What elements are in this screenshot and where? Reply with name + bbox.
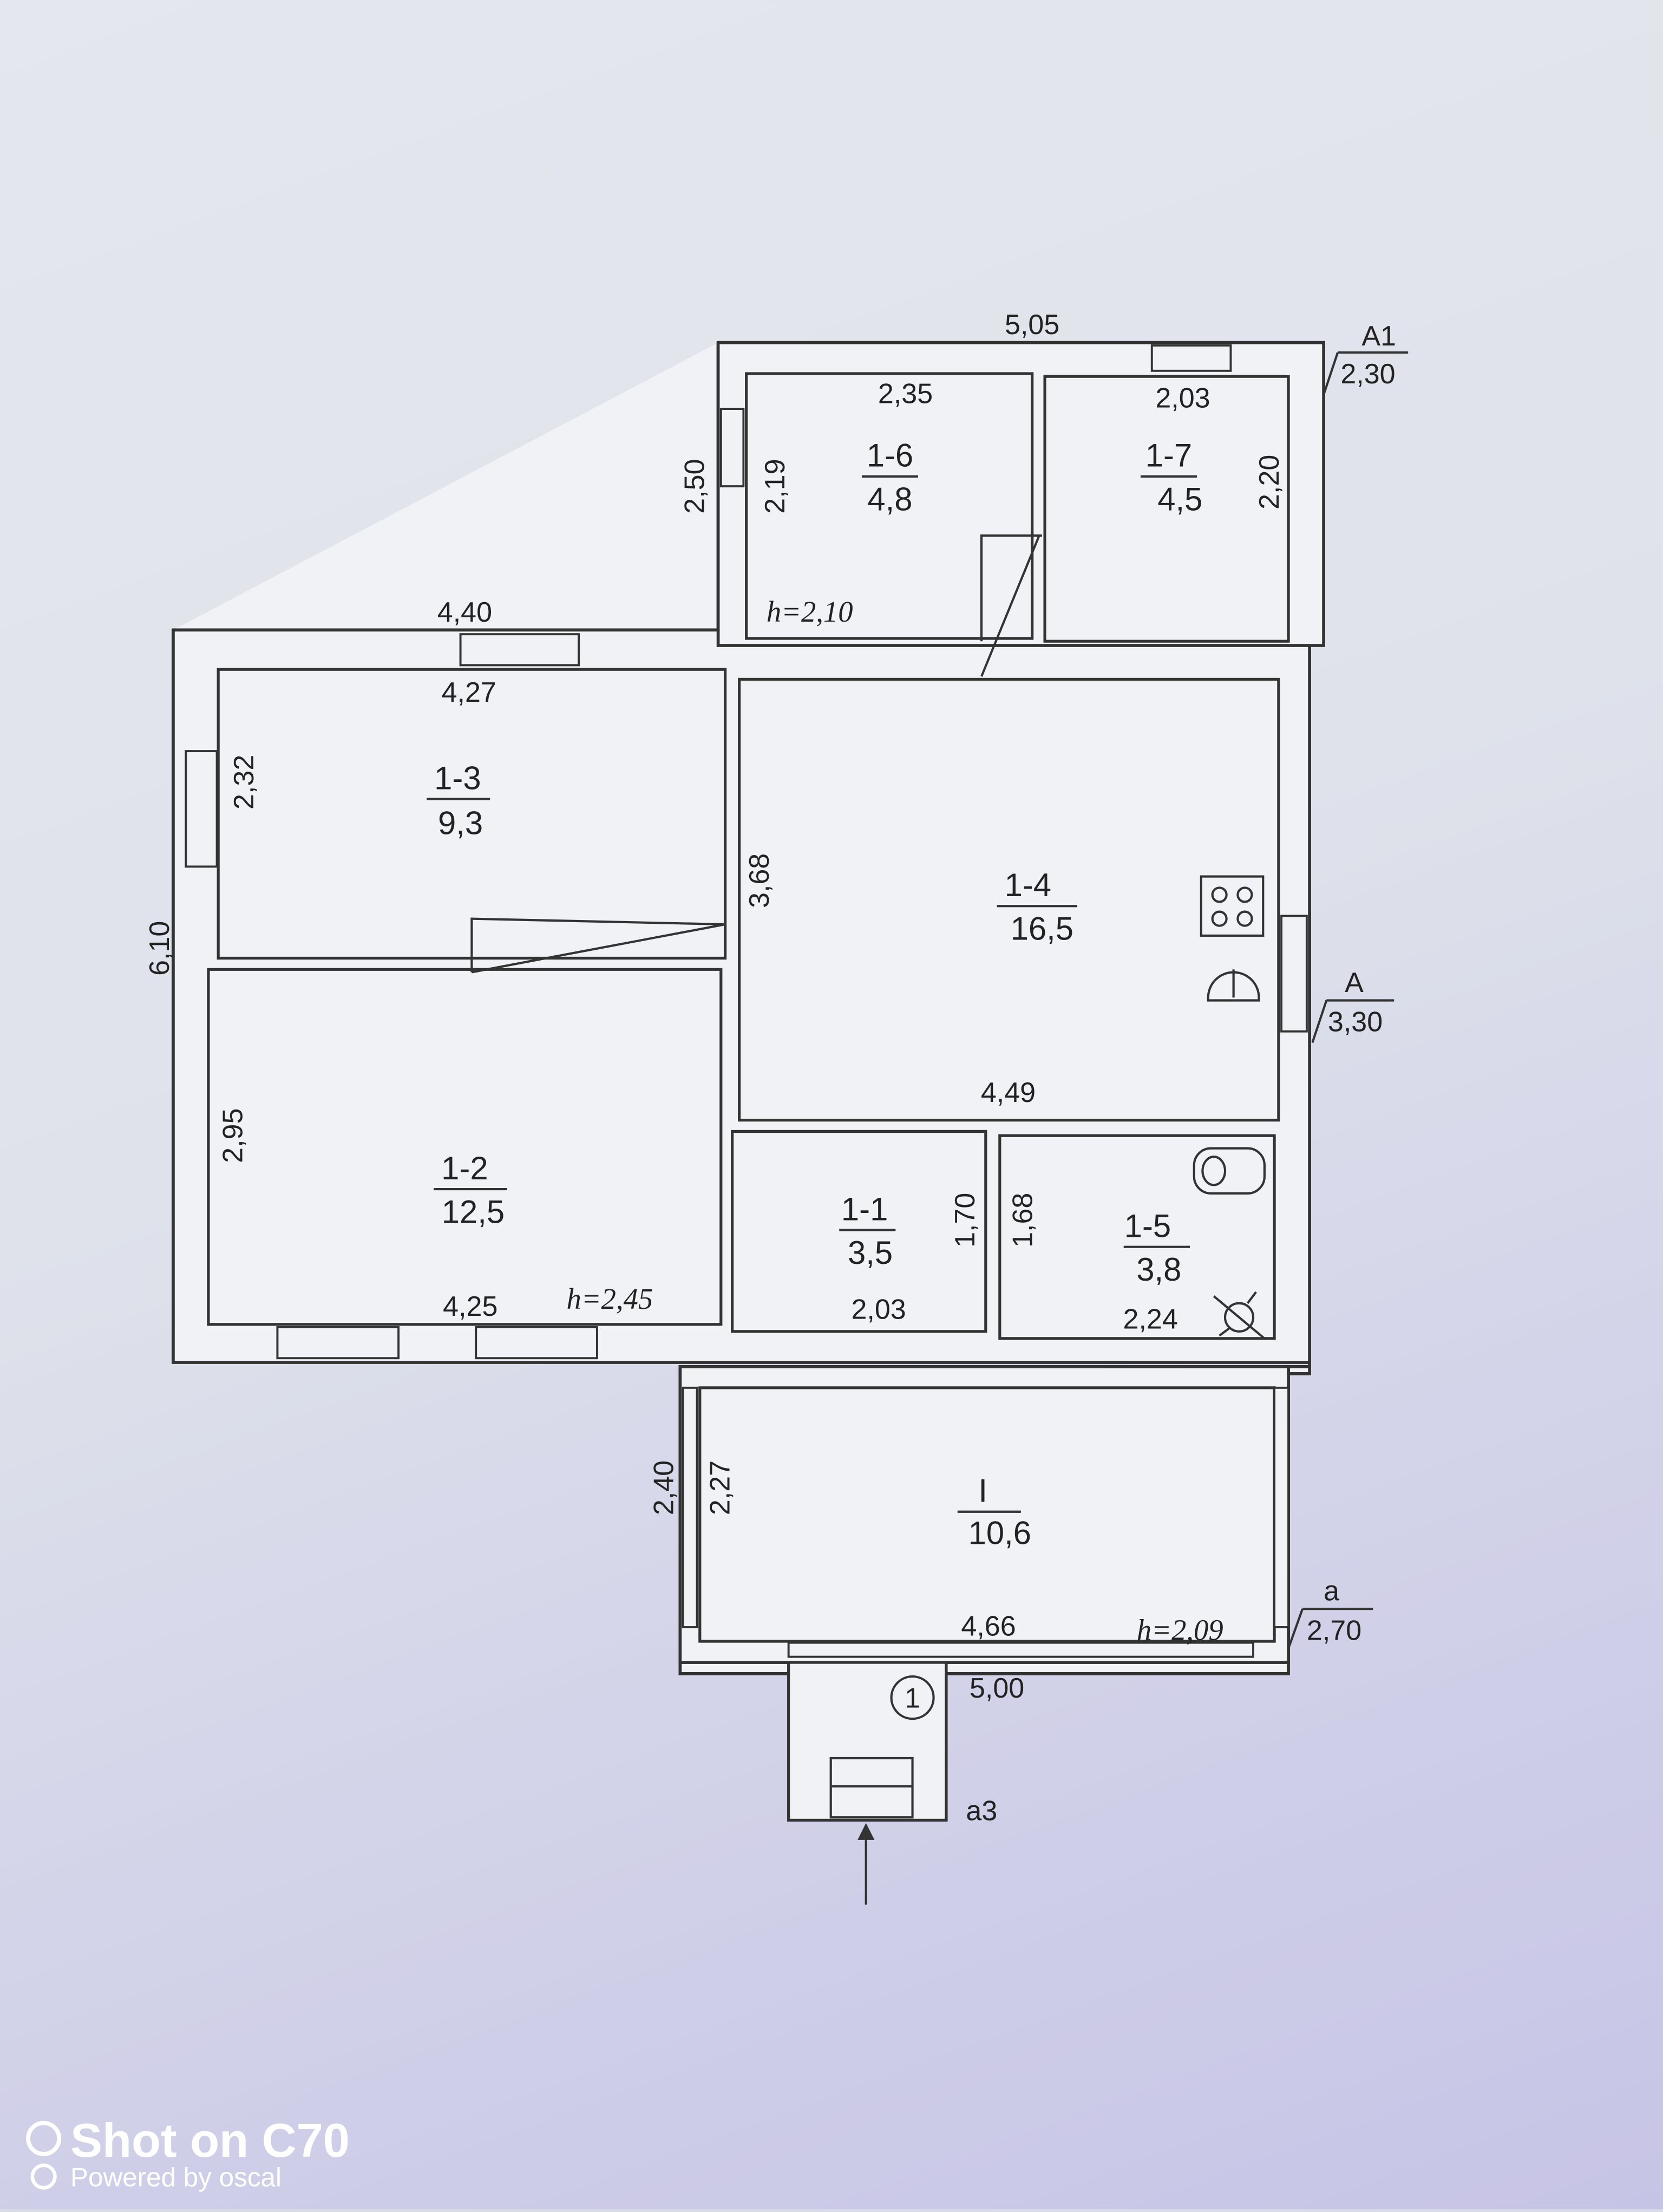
room-1-1 [731,1130,987,1333]
dim: 2,20 [1254,455,1285,510]
room-1-2 [207,968,723,1326]
section-markers: A1 2,30 A 3,30 a 2,70 a3 1 [890,321,1409,1826]
height-veranda: h=2,09 [1137,1613,1223,1646]
dim: 4,27 [442,677,496,708]
room-area: 10,6 [968,1515,1031,1551]
room-area: 9,3 [438,805,483,841]
dim: 4,25 [443,1291,497,1322]
marker-value: 2,70 [1307,1615,1361,1646]
room-area: 12,5 [442,1193,505,1230]
dim: 1,70 [950,1193,981,1248]
room-1-6 [745,372,1034,640]
room-area: 3,8 [1136,1251,1181,1288]
dim: 2,35 [878,379,933,410]
room-id: 1-1 [841,1191,888,1227]
room-veranda [698,1386,1276,1643]
stairs-icon [829,1757,914,1819]
porch [787,1661,948,1822]
room-id: I [978,1473,987,1509]
lamp-icon [1213,1291,1266,1340]
room-id: 1-2 [441,1150,488,1186]
dim: 2,03 [1155,382,1210,414]
room-id: 1-4 [1005,867,1051,903]
dimension-labels: 5,05 2,35 2,19 2,50 2,03 2,20 4,40 4,27 … [144,309,1285,1704]
marker-label: A [1345,967,1364,999]
dim: 4,66 [961,1611,1016,1642]
dim: 2,50 [679,459,711,513]
watermark-line1: Shot on C70 [70,2113,350,2167]
dim: 2,24 [1123,1304,1178,1335]
dim: 5,00 [970,1673,1024,1704]
room-id: 1-3 [434,760,481,796]
room-id: 1-6 [867,438,913,474]
dim: 4,40 [437,597,492,628]
boiler-icon [1207,969,1260,1002]
height-main: h=2,45 [566,1282,653,1315]
marker-label: A1 [1361,321,1396,352]
room-id: 1-5 [1124,1208,1171,1244]
dim: 2,27 [704,1460,736,1515]
entrance-number: 1 [905,1682,920,1714]
dim: 2,03 [852,1294,906,1325]
marker-value: 3,30 [1328,1007,1383,1038]
room-area: 16,5 [1011,911,1073,947]
dim: 2,19 [760,459,791,513]
dim: 1,68 [1007,1193,1039,1248]
room-area: 3,5 [848,1235,893,1271]
room-1-3 [217,668,727,960]
watermark-line2: Powered by oscal [70,2163,281,2193]
entrance-arrow-icon [857,1823,875,1905]
internal-stairs [470,534,1042,974]
room-area: 4,8 [867,481,912,517]
marker-value: 2,30 [1340,358,1395,390]
room-id: 1-7 [1145,438,1192,474]
dim: 6,10 [144,921,175,976]
marker-label: a3 [966,1795,997,1826]
oscal-logo-icon [30,2163,57,2190]
room-area: 4,5 [1157,481,1202,517]
dim: 4,49 [981,1077,1036,1108]
stove-icon [1200,875,1265,937]
room-labels: 1-6 4,8 1-7 4,5 1-3 9,3 1-4 16,5 1-2 12,… [427,438,1202,1551]
height-annex: h=2,10 [767,595,853,628]
camera-watermark: Shot on C70 Powered by oscal [26,2113,350,2193]
toilet-icon [1193,1147,1266,1195]
marker-label: a [1324,1576,1339,1607]
dim: 2,95 [217,1108,248,1163]
windows [185,344,1308,1658]
dim: 2,40 [648,1460,679,1515]
dim: 5,05 [1005,309,1059,341]
room-1-5 [998,1134,1276,1340]
camera-logo-icon [26,2120,62,2156]
room-1-7 [1043,375,1290,643]
room-1-4 [738,677,1280,1122]
dim: 3,68 [744,853,775,908]
dim: 2,32 [228,755,260,810]
